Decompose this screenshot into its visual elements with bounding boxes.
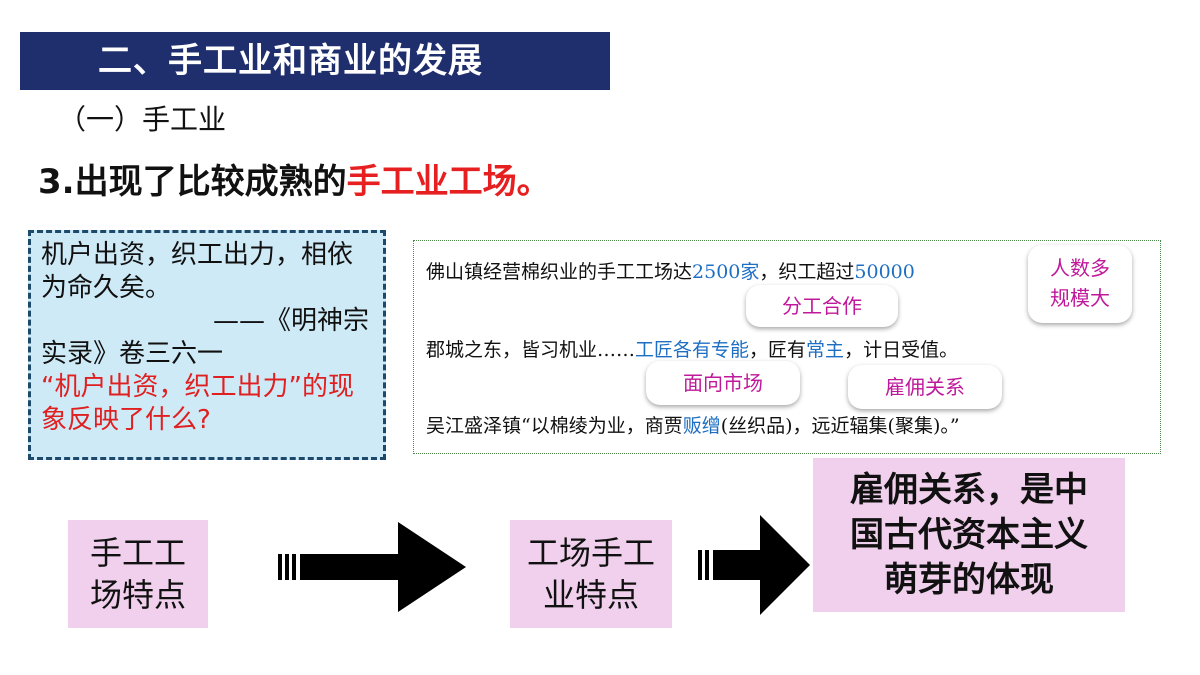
source-line1-text-a: 佛山镇经营棉织业的手工工场达 (426, 261, 693, 283)
flow-box3-line3: 萌芽的体现 (884, 560, 1054, 600)
quote-text: 机户出资，织工出力，相依为命久矣。 (41, 240, 354, 303)
slide-title: 二、手工业和商业的发展 (20, 32, 610, 90)
source-line3-silk: 贩缯 (682, 415, 721, 437)
flow-box-conclusion: 雇佣关系，是中 国古代资本主义 萌芽的体现 (813, 458, 1125, 612)
flow-box2-line1: 工场手工 (526, 534, 655, 572)
section-subtitle: （一）手工业 (58, 103, 227, 136)
source-line2-text-a: 郡城之东，皆习机业…… (426, 339, 636, 361)
flow-box1-line1: 手工工 (89, 534, 186, 572)
source-line2-text-c: ，匠有 (749, 339, 807, 361)
main-heading: 3.出现了比较成熟的手工业工场。 (38, 158, 551, 206)
quote-box: 机户出资，织工出力，相依为命久矣。 ——《明神宗 实录》卷三六一 “机户出资，织… (28, 230, 386, 460)
source-line2-employer: 常主 (806, 339, 845, 361)
flow-box1-line2: 场特点 (89, 576, 186, 614)
callout-division-of-labor: 分工合作 (746, 285, 898, 327)
callout-market-oriented: 面向市场 (646, 361, 800, 405)
right-arrow-icon (278, 522, 466, 612)
source-line-foshan: 佛山镇经营棉织业的手工工场达2500家，织工超过50000 (426, 257, 915, 284)
flow-box3-line1: 雇佣关系，是中 (850, 470, 1088, 510)
flow-box2-line2: 业特点 (542, 576, 639, 614)
flow-box-manufactory-features: 工场手工 业特点 (510, 520, 672, 628)
source-line-wujiang: 吴江盛泽镇“以棉绫为业，商贾贩缯(丝织品)，远近辐集(聚集)。” (426, 411, 960, 438)
source-line1-workers: 50000 (854, 261, 915, 283)
heading-prefix: 3.出现了比较成熟的 (38, 162, 347, 202)
callout-scale-line1: 人数多 (1050, 256, 1110, 280)
source-line3-text-c: (丝织品)，远近辐集(聚集)。” (720, 415, 960, 437)
heading-highlight: 手工业工场。 (346, 162, 551, 202)
callout-scale-line2: 规模大 (1050, 286, 1110, 310)
source-line1-count: 2500家 (692, 261, 760, 283)
quote-source: 实录》卷三六一 (41, 339, 224, 369)
source-line1-text-c: ，织工超过 (759, 261, 855, 283)
flow-box-workshop-features: 手工工 场特点 (68, 520, 208, 628)
source-line2-specialty: 工匠各有专能 (635, 339, 750, 361)
callout-scale: 人数多 规模大 (1028, 245, 1132, 323)
source-line3-text-a: 吴江盛泽镇“以棉绫为业，商贾 (426, 415, 683, 437)
right-arrow-icon (698, 515, 810, 615)
flow-box3-line2: 国古代资本主义 (850, 515, 1088, 555)
quote-question: “机户出资，织工出力”的现象反映了什么? (41, 372, 354, 435)
quote-attribution: ——《明神宗 (212, 306, 369, 336)
callout-employment-relation: 雇佣关系 (848, 365, 1002, 409)
source-line-suzhou: 郡城之东，皆习机业……工匠各有专能，匠有常主，计日受值。 (426, 335, 958, 362)
source-line2-text-e: ，计日受值。 (844, 339, 959, 361)
